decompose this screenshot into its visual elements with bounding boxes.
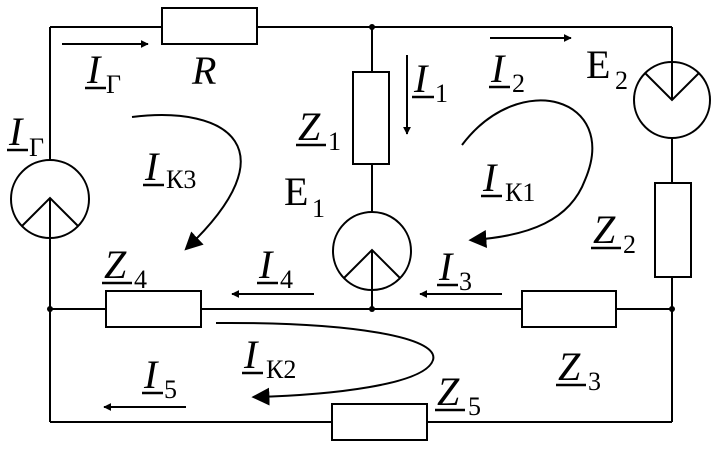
loop-arrows — [131, 99, 594, 406]
loop-arrow-ik3 — [131, 114, 242, 251]
loop-arrow-ik1 — [461, 99, 594, 248]
node-center — [369, 306, 375, 312]
label-z5-sub: 5 — [468, 392, 481, 421]
voltage-source-e1 — [332, 211, 412, 291]
label-i2-main: I — [490, 46, 506, 91]
label-ik1-sub: К1 — [505, 178, 535, 207]
impedance-z4 — [105, 290, 202, 328]
label-ig-left-main: I — [8, 109, 24, 154]
label-ig-top-sub: Г — [106, 70, 121, 99]
node-left-mid — [47, 306, 53, 312]
impedance-z1 — [352, 71, 390, 165]
label-i2-sub: 2 — [512, 69, 525, 98]
label-z3: Z 3 — [556, 344, 601, 396]
label-e1-sub: 1 — [312, 194, 325, 223]
impedance-z3 — [521, 290, 617, 328]
label-z1: Z 1 — [296, 104, 341, 156]
label-i1: I 1 — [412, 56, 448, 108]
label-ik2: I К2 — [242, 332, 296, 384]
loop-arrow-ik2 — [215, 321, 435, 406]
label-ig-left-sub: Г — [29, 133, 44, 162]
label-ik3-main: I — [144, 144, 160, 189]
label-i3: I 3 — [437, 244, 472, 296]
label-i4: I 4 — [257, 242, 293, 294]
label-i4-main: I — [258, 242, 274, 287]
label-e1: E 1 — [284, 169, 325, 223]
label-z2: Z 2 — [591, 207, 636, 259]
label-ik1-main: I — [482, 155, 498, 200]
label-i5-main: I — [143, 352, 159, 397]
label-i4-sub: 4 — [280, 265, 293, 294]
label-z4: Z 4 — [102, 242, 147, 294]
label-ik3: I К3 — [143, 144, 196, 194]
label-e1-main: E — [284, 169, 308, 214]
label-z4-sub: 4 — [134, 265, 147, 294]
label-ig-top: I Г — [85, 47, 121, 99]
label-z2-main: Z — [593, 207, 616, 252]
label-z1-sub: 1 — [328, 127, 341, 156]
label-i3-main: I — [438, 244, 454, 289]
current-source-ig — [10, 159, 90, 239]
current-arrows — [62, 34, 572, 411]
label-e2-main: E — [586, 42, 610, 87]
label-ig-top-main: I — [86, 47, 102, 92]
label-i5-sub: 5 — [164, 375, 177, 404]
label-z1-main: Z — [298, 104, 321, 149]
label-z3-sub: 3 — [588, 367, 601, 396]
label-i2: I 2 — [489, 46, 525, 98]
label-ik2-sub: К2 — [266, 355, 296, 384]
label-e2-sub: 2 — [615, 66, 628, 95]
label-ik1: I К1 — [481, 155, 535, 207]
label-i1-main: I — [413, 56, 429, 101]
label-e2: E 2 — [586, 42, 628, 95]
node-right-mid — [669, 306, 675, 312]
node-top-mid — [369, 24, 375, 30]
label-i1-sub: 1 — [435, 79, 448, 108]
label-z2-sub: 2 — [623, 230, 636, 259]
label-z3-main: Z — [558, 344, 581, 389]
label-z5: Z 5 — [435, 369, 481, 421]
impedance-z2 — [654, 182, 692, 278]
label-i3-sub: 3 — [459, 267, 472, 296]
label-ik3-sub: К3 — [166, 165, 196, 194]
label-z5-main: Z — [437, 369, 460, 414]
impedance-z5 — [331, 403, 428, 441]
resistor-r — [161, 7, 258, 45]
nodes — [47, 24, 675, 312]
voltage-source-e2 — [633, 61, 711, 139]
label-z4-main: Z — [104, 242, 127, 287]
label-ik2-main: I — [243, 332, 259, 377]
label-r: R — [191, 48, 216, 93]
label-i5: I 5 — [142, 352, 177, 404]
label-ig-left: I Г — [7, 109, 44, 162]
wires — [49, 26, 673, 423]
